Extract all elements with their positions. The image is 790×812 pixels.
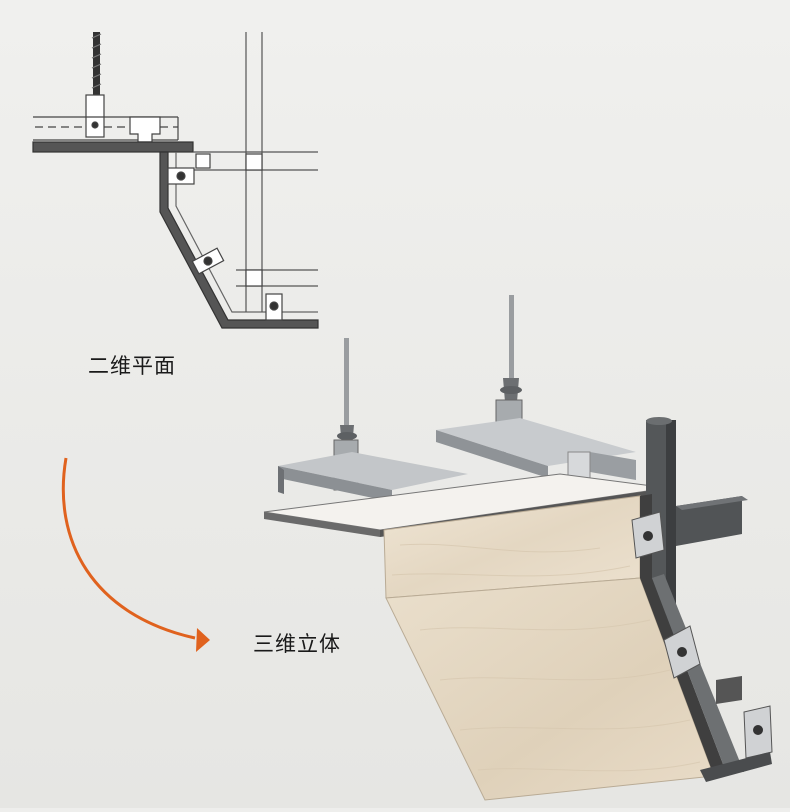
main-channel-3d-left <box>278 452 468 502</box>
plan-drawing-2d <box>32 32 319 329</box>
label-2d-plan: 二维平面 <box>88 354 176 378</box>
isometric-drawing-3d <box>263 295 773 801</box>
bracket-2d-2 <box>191 247 225 275</box>
main-channel-3d-right <box>436 418 636 480</box>
marble-texture <box>391 543 701 772</box>
bracket-3d-1 <box>631 511 665 559</box>
hanger-rod-3d-right <box>500 295 522 402</box>
bracket-2d-1 <box>167 167 195 185</box>
label-3d-view: 三维立体 <box>253 632 341 656</box>
steel-arm-3d <box>676 496 748 546</box>
base-board-2d <box>32 141 194 153</box>
bottom-rail-3d <box>700 752 772 782</box>
bracket-3d-2 <box>663 625 701 679</box>
hanger-rod-2d <box>91 32 102 102</box>
transition-arrow <box>61 457 210 652</box>
bracket-3d-3 <box>716 676 773 759</box>
hanger-clip-2d <box>85 94 105 138</box>
bracket-2d-3 <box>265 293 283 321</box>
